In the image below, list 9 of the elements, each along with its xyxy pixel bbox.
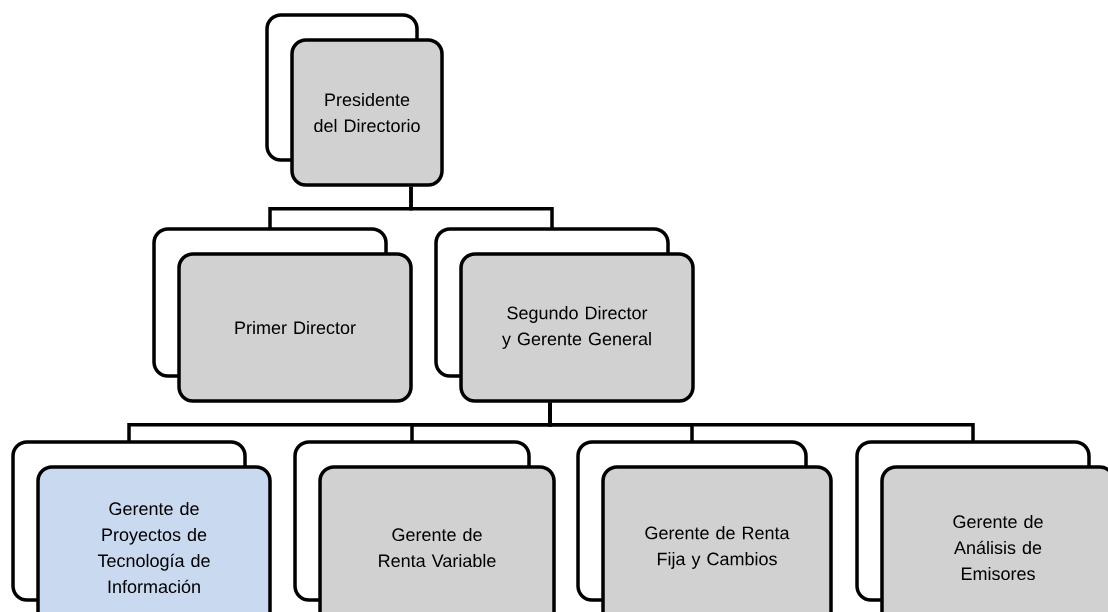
connector-line: [548, 402, 975, 442]
org-chart-box: Primer Director: [152, 227, 413, 403]
org-chart-box: Presidente del Directorio: [265, 13, 444, 187]
org-chart-box: Gerente de Renta Variable: [293, 440, 556, 612]
org-chart-box: Gerente de Renta Fija y Cambios: [576, 440, 833, 612]
org-chart-box: Segundo Director y Gerente General: [434, 227, 695, 403]
connector-line: [409, 186, 554, 229]
org-chart-box: Gerente de Proyectos de Tecnología de Información: [11, 440, 272, 612]
org-chart-box: Gerente de Análisis de Emisores: [855, 440, 1108, 612]
